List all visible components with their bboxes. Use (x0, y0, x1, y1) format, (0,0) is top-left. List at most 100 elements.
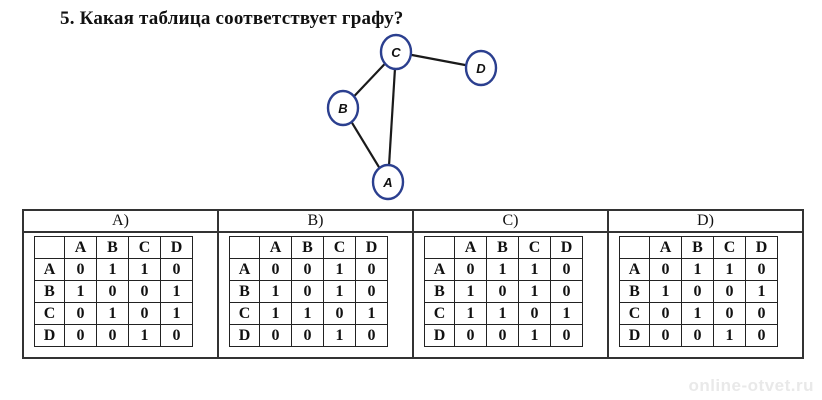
matrix-cell: 1 (518, 280, 551, 303)
matrix-row: C 0 1 0 1 (34, 302, 193, 325)
column-header: C (323, 236, 356, 259)
option-c[interactable]: C) A B C D A 0 1 1 0 B 1 0 1 0 (414, 211, 609, 357)
matrix-header-row: A B C D (619, 236, 778, 259)
matrix-cell: 0 (64, 302, 97, 325)
adjacency-matrix: A B C D A 0 1 1 0 B 1 0 0 1 C 0 (619, 236, 778, 347)
matrix-cell: 0 (291, 324, 324, 347)
row-header: C (34, 302, 65, 325)
matrix-cell: 0 (259, 324, 292, 347)
matrix-cell: 1 (518, 324, 551, 347)
answer-options: A) A B C D A 0 1 1 0 B 1 0 0 1 (22, 209, 804, 359)
option-a[interactable]: A) A B C D A 0 1 1 0 B 1 0 0 1 (24, 211, 219, 357)
option-d[interactable]: D) A B C D A 0 1 1 0 B 1 0 0 1 (609, 211, 802, 357)
question-text: Какая таблица соответствует графу? (79, 8, 404, 29)
matrix-cell: 0 (355, 324, 388, 347)
matrix-cell: 0 (96, 280, 129, 303)
matrix-cell: 0 (454, 258, 487, 281)
column-header: B (486, 236, 519, 259)
matrix-cell: 0 (713, 302, 746, 325)
matrix-row: A 0 1 1 0 (424, 258, 583, 281)
matrix-cell: 1 (713, 258, 746, 281)
matrix-cell: 1 (486, 258, 519, 281)
matrix-cell: 0 (259, 258, 292, 281)
matrix-cell: 1 (291, 302, 324, 325)
matrix-header-row: A B C D (34, 236, 193, 259)
row-header: B (34, 280, 65, 303)
column-header: A (649, 236, 682, 259)
matrix-cell: 0 (649, 258, 682, 281)
matrix-corner (34, 236, 65, 259)
matrix-cell: 0 (745, 324, 778, 347)
matrix-cell: 1 (681, 258, 714, 281)
matrix-cell: 0 (486, 324, 519, 347)
row-header: B (229, 280, 260, 303)
node-a: A (371, 163, 405, 201)
column-header: A (64, 236, 97, 259)
matrix-cell: 1 (323, 258, 356, 281)
matrix-cell: 1 (454, 302, 487, 325)
column-header: B (681, 236, 714, 259)
matrix-cell: 1 (259, 280, 292, 303)
matrix-cell: 0 (96, 324, 129, 347)
column-header: B (96, 236, 129, 259)
matrix-cell: 1 (160, 280, 193, 303)
column-header: C (518, 236, 551, 259)
matrix-cell: 0 (486, 280, 519, 303)
matrix-cell: 1 (323, 324, 356, 347)
option-label: C) (414, 211, 607, 233)
matrix-cell: 0 (160, 324, 193, 347)
matrix-cell: 1 (323, 280, 356, 303)
matrix-cell: 1 (128, 324, 161, 347)
matrix-cell: 1 (128, 258, 161, 281)
matrix-row: A 0 1 1 0 (34, 258, 193, 281)
row-header: D (424, 324, 455, 347)
matrix-cell: 0 (550, 280, 583, 303)
matrix-cell: 0 (745, 258, 778, 281)
matrix-row: C 1 1 0 1 (229, 302, 388, 325)
matrix-cell: 0 (713, 280, 746, 303)
matrix-corner (619, 236, 650, 259)
row-header: A (34, 258, 65, 281)
matrix-cell: 1 (550, 302, 583, 325)
matrix-row: B 1 0 0 1 (34, 280, 193, 303)
matrix-cell: 0 (291, 258, 324, 281)
matrix-cell: 0 (649, 302, 682, 325)
matrix-cell: 0 (128, 280, 161, 303)
matrix-row: B 1 0 1 0 (424, 280, 583, 303)
matrix-cell: 0 (550, 258, 583, 281)
option-label: D) (609, 211, 802, 233)
matrix-cell: 0 (745, 302, 778, 325)
matrix-row: D 0 0 1 0 (424, 324, 583, 347)
matrix-row: B 1 0 0 1 (619, 280, 778, 303)
matrix-cell: 1 (160, 302, 193, 325)
column-header: A (454, 236, 487, 259)
matrix-cell: 1 (681, 302, 714, 325)
row-header: D (619, 324, 650, 347)
matrix-row: C 0 1 0 0 (619, 302, 778, 325)
row-header: A (229, 258, 260, 281)
matrix-row: A 0 1 1 0 (619, 258, 778, 281)
matrix-cell: 1 (713, 324, 746, 347)
matrix-cell: 1 (355, 302, 388, 325)
question-number: 5. (60, 8, 75, 29)
option-b[interactable]: B) A B C D A 0 0 1 0 B 1 0 1 0 (219, 211, 414, 357)
column-header: D (355, 236, 388, 259)
node-b: B (326, 89, 360, 127)
node-b-label: B (338, 101, 347, 116)
row-header: D (229, 324, 260, 347)
column-header: C (713, 236, 746, 259)
node-d-label: D (476, 61, 486, 76)
row-header: C (424, 302, 455, 325)
node-c: C (379, 33, 413, 71)
matrix-cell: 1 (96, 258, 129, 281)
matrix-cell: 0 (518, 302, 551, 325)
column-header: D (160, 236, 193, 259)
node-c-label: C (391, 45, 401, 60)
matrix-cell: 1 (486, 302, 519, 325)
option-label: A) (24, 211, 217, 233)
matrix-cell: 0 (160, 258, 193, 281)
matrix-cell: 1 (649, 280, 682, 303)
row-header: A (424, 258, 455, 281)
matrix-cell: 0 (323, 302, 356, 325)
column-header: B (291, 236, 324, 259)
